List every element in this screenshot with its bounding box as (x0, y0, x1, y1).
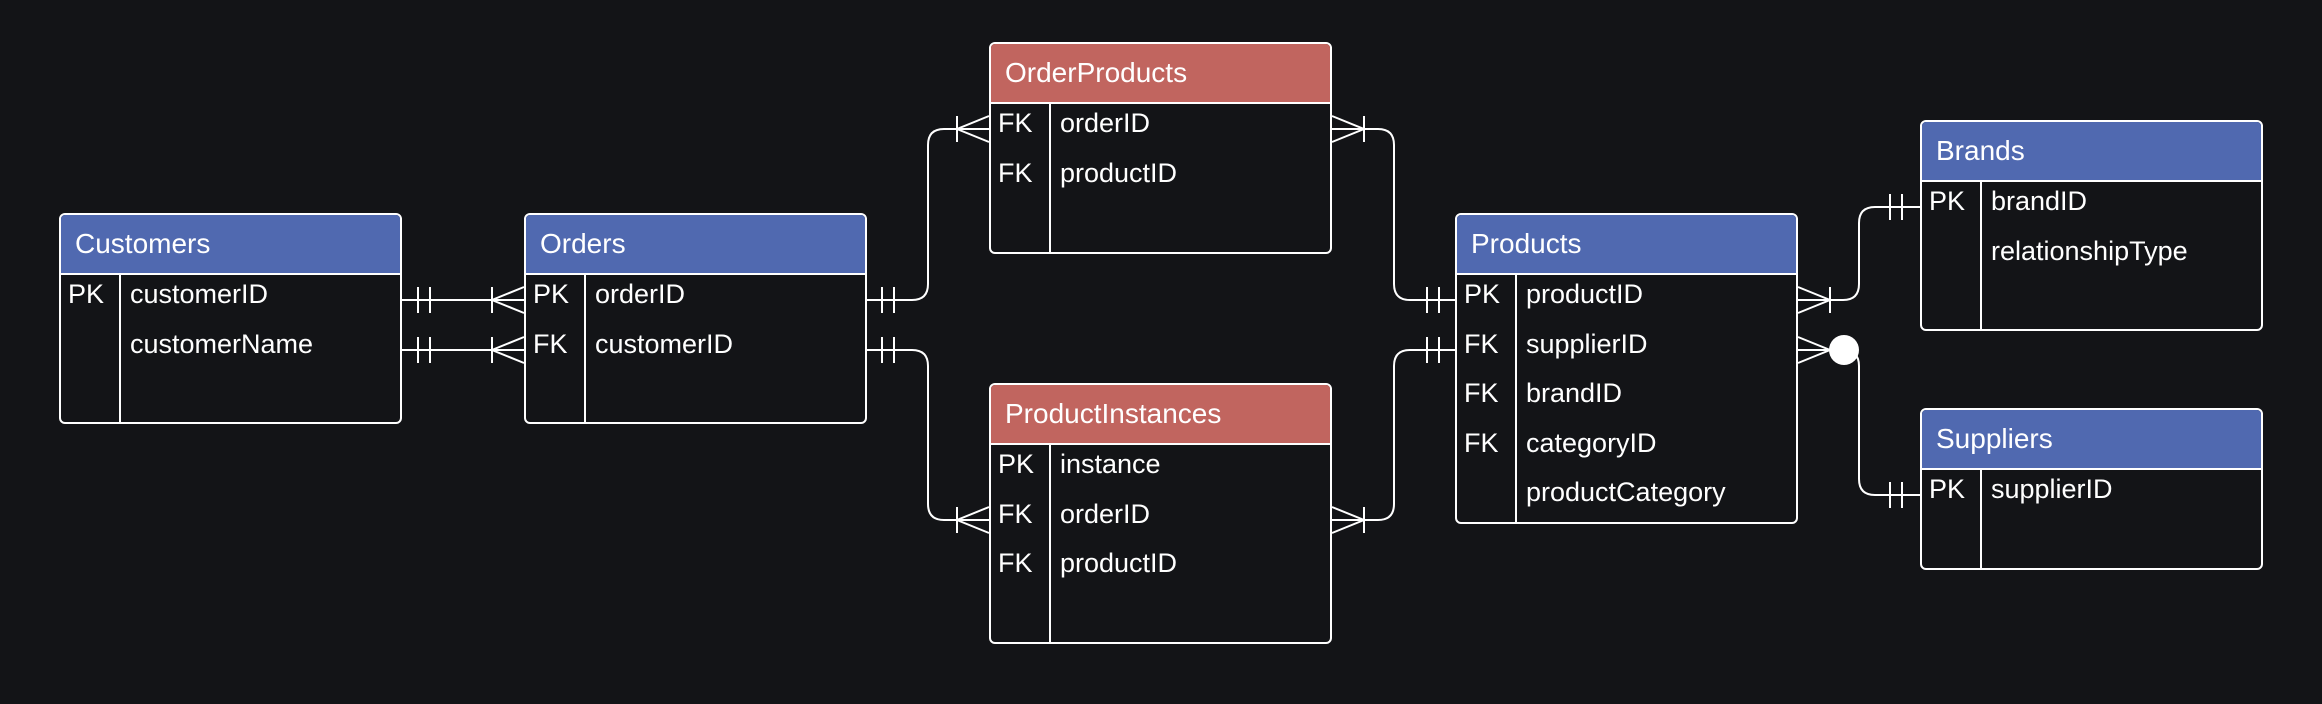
field-name: supplierID (1991, 474, 2113, 504)
field-row[interactable]: PK supplierID (1922, 470, 2261, 520)
entity-productinstances-title: ProductInstances (991, 385, 1330, 445)
field-name: orderID (595, 279, 686, 309)
field-row[interactable]: FK orderID (991, 495, 1330, 545)
field-row[interactable] (991, 594, 1330, 643)
key-column-divider (1049, 104, 1051, 252)
connector-productinstances-products (1331, 337, 1455, 534)
field-key: FK (1464, 328, 1499, 359)
entity-products-title: Products (1457, 215, 1796, 275)
field-row[interactable] (61, 374, 400, 422)
entity-orders[interactable]: Orders PK orderID FK customerID (524, 213, 867, 424)
entity-brands-fields: PK brandID relationshipType (1922, 182, 2261, 329)
field-row[interactable]: FK orderID (991, 104, 1330, 154)
key-column-divider (1980, 470, 1982, 568)
field-row[interactable] (1922, 281, 2261, 329)
key-column-divider (1049, 445, 1051, 642)
field-row[interactable]: FK supplierID (1457, 325, 1796, 375)
field-name: customerName (130, 328, 314, 359)
entity-brands[interactable]: Brands PK brandID relationshipType (1920, 120, 2263, 331)
field-key: FK (998, 548, 1033, 578)
field-name: relationshipType (1991, 235, 2188, 266)
entity-customers-fields: PK customerID customerName (61, 275, 400, 422)
connector-customers-orders-2 (402, 336, 525, 364)
field-name: productID (1526, 279, 1644, 309)
field-name: brandID (1526, 378, 1623, 408)
field-name: categoryID (1526, 427, 1657, 458)
field-name: productID (1060, 157, 1178, 188)
field-row[interactable]: productCategory (1457, 473, 1796, 522)
field-name: productID (1060, 548, 1178, 578)
field-name: productCategory (1526, 477, 1726, 507)
field-key: PK (68, 279, 105, 309)
connector-products-suppliers (1797, 335, 1920, 508)
field-row[interactable]: relationshipType (1922, 232, 2261, 282)
connector-orders-productinstances (867, 337, 990, 534)
field-row[interactable]: PK customerID (61, 275, 400, 325)
entity-suppliers[interactable]: Suppliers PK supplierID (1920, 408, 2263, 570)
field-row[interactable]: FK productID (991, 544, 1330, 594)
key-column-divider (119, 275, 121, 422)
key-column-divider (1515, 275, 1517, 522)
field-row[interactable]: PK productID (1457, 275, 1796, 325)
field-name: customerID (130, 279, 269, 309)
field-name: supplierID (1526, 328, 1648, 359)
field-row[interactable] (526, 374, 865, 422)
field-key: PK (1929, 474, 1966, 504)
field-key: FK (998, 157, 1033, 188)
connector-products-brands (1797, 194, 1920, 314)
field-row[interactable] (991, 203, 1330, 252)
field-name: instance (1060, 449, 1161, 479)
field-key: FK (998, 108, 1033, 138)
connector-customers-orders-1 (402, 286, 525, 314)
field-row[interactable]: PK instance (991, 445, 1330, 495)
entity-orders-title: Orders (526, 215, 865, 275)
field-key: PK (1929, 186, 1966, 216)
field-key: PK (1464, 279, 1501, 309)
entity-products[interactable]: Products PK productID FK supplierID FK brandI… (1455, 213, 1798, 524)
key-column-divider (1980, 182, 1982, 329)
field-key: PK (533, 279, 570, 309)
field-row[interactable]: FK customerID (526, 325, 865, 375)
entity-customers[interactable]: Customers PK customerID customerName (59, 213, 402, 424)
field-key: FK (1464, 427, 1499, 458)
field-row[interactable] (1922, 520, 2261, 569)
field-row[interactable]: FK productID (991, 154, 1330, 204)
field-row[interactable]: FK brandID (1457, 374, 1796, 424)
entity-orderproducts-fields: FK orderID FK productID (991, 104, 1330, 252)
field-name: brandID (1991, 186, 2088, 216)
field-row[interactable]: PK orderID (526, 275, 865, 325)
entity-orderproducts[interactable]: OrderProducts FK orderID FK productID (989, 42, 1332, 254)
key-column-divider (584, 275, 586, 422)
entity-suppliers-fields: PK supplierID (1922, 470, 2261, 569)
entity-orders-fields: PK orderID FK customerID (526, 275, 865, 422)
entity-brands-title: Brands (1922, 122, 2261, 182)
optional-marker-icon (1829, 335, 1859, 365)
field-row[interactable]: PK brandID (1922, 182, 2261, 232)
field-name: customerID (595, 328, 734, 359)
field-key: FK (998, 498, 1033, 529)
field-row[interactable]: FK categoryID (1457, 424, 1796, 474)
connector-orderproducts-products (1331, 115, 1455, 313)
field-name: orderID (1060, 498, 1151, 529)
connector-orders-orderproducts (867, 115, 990, 313)
field-key: FK (1464, 378, 1499, 408)
field-key: PK (998, 449, 1035, 479)
entity-customers-title: Customers (61, 215, 400, 275)
entity-products-fields: PK productID FK supplierID FK brandID FK catego… (1457, 275, 1796, 522)
entity-orderproducts-title: OrderProducts (991, 44, 1330, 104)
field-key: FK (533, 328, 568, 359)
entity-suppliers-title: Suppliers (1922, 410, 2261, 470)
field-name: orderID (1060, 108, 1151, 138)
field-row[interactable]: customerName (61, 325, 400, 375)
